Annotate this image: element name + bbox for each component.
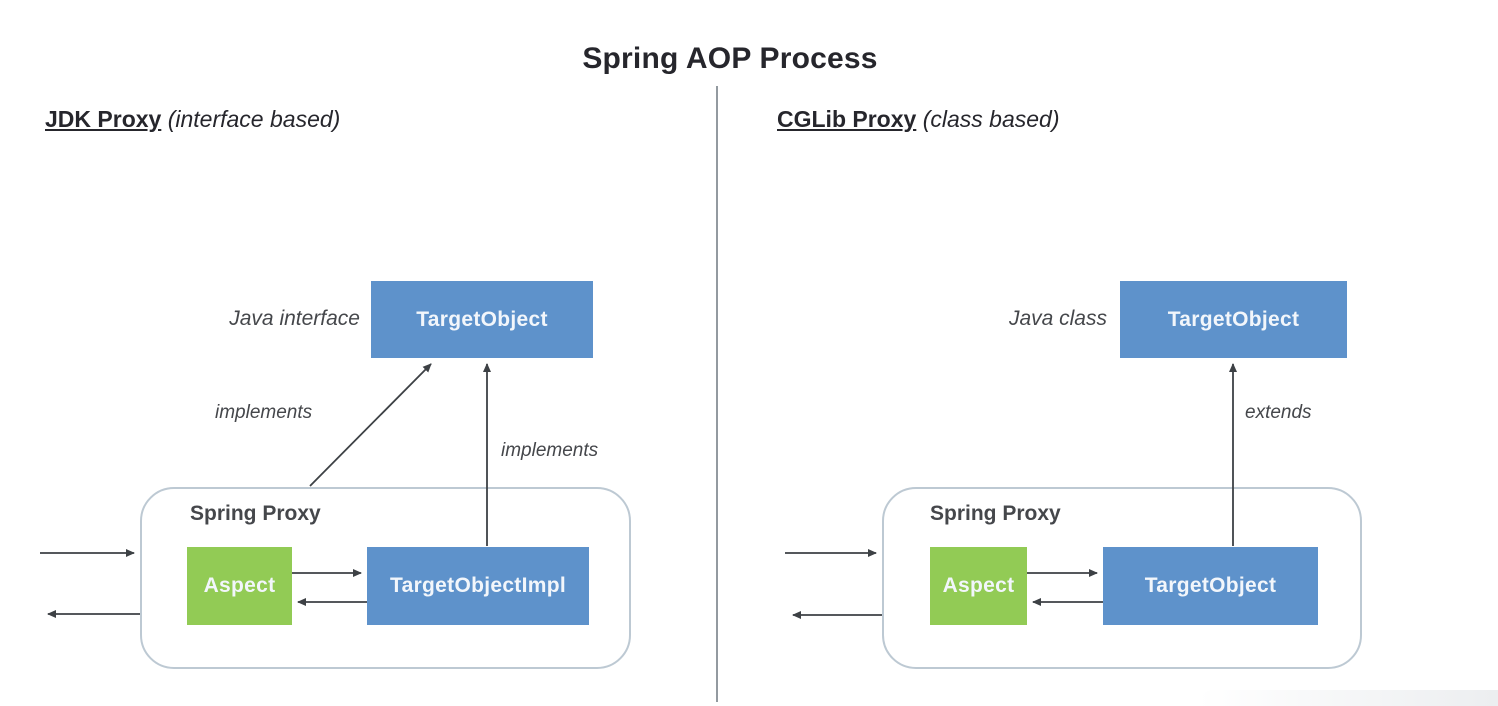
cglib-target-object-box-label: TargetObject xyxy=(1167,307,1300,331)
cglib-aspect-box: Aspect xyxy=(930,547,1027,625)
extends-label: extends xyxy=(1245,402,1312,423)
cglib-proxy-heading-note: (class based) xyxy=(922,106,1060,132)
jdk-aspect-box-label: Aspect xyxy=(203,574,276,597)
vertical-divider xyxy=(716,86,718,702)
jdk-target-object-box-label: TargetObject xyxy=(416,307,548,331)
page-title: Spring AOP Process xyxy=(582,42,878,75)
cglib-inner-target-object-box-label: TargetObject xyxy=(1144,574,1277,597)
jdk-proxy-heading: JDK Proxy (interface based) xyxy=(45,106,340,133)
jdk-spring-proxy-label: Spring Proxy xyxy=(190,502,321,525)
jdk-proxy-heading-note: (interface based) xyxy=(167,106,341,132)
jdk-target-object-impl-box: TargetObjectImpl xyxy=(367,547,589,625)
cglib-target-object-box: TargetObject xyxy=(1120,281,1347,358)
java-class-label: Java class xyxy=(1008,307,1107,330)
corner-shadow-artifact xyxy=(1198,690,1498,706)
jdk-target-object-box: TargetObject xyxy=(371,281,593,358)
implements-label-diagonal: implements xyxy=(215,402,313,423)
jdk-proxy-heading-name: JDK Proxy xyxy=(45,106,162,132)
cglib-spring-proxy-label: Spring Proxy xyxy=(930,502,1061,525)
java-interface-label: Java interface xyxy=(229,307,360,330)
cglib-proxy-heading-name: CGLib Proxy xyxy=(777,106,917,132)
cglib-aspect-box-label: Aspect xyxy=(942,574,1015,597)
arrow-jdk-implements-diagonal xyxy=(309,363,432,487)
jdk-target-object-impl-box-label: TargetObjectImpl xyxy=(390,574,566,597)
cglib-inner-target-object-box: TargetObject xyxy=(1103,547,1318,625)
cglib-proxy-heading: CGLib Proxy (class based) xyxy=(777,106,1059,133)
implements-label-vertical: implements xyxy=(501,440,599,461)
jdk-aspect-box: Aspect xyxy=(187,547,292,625)
